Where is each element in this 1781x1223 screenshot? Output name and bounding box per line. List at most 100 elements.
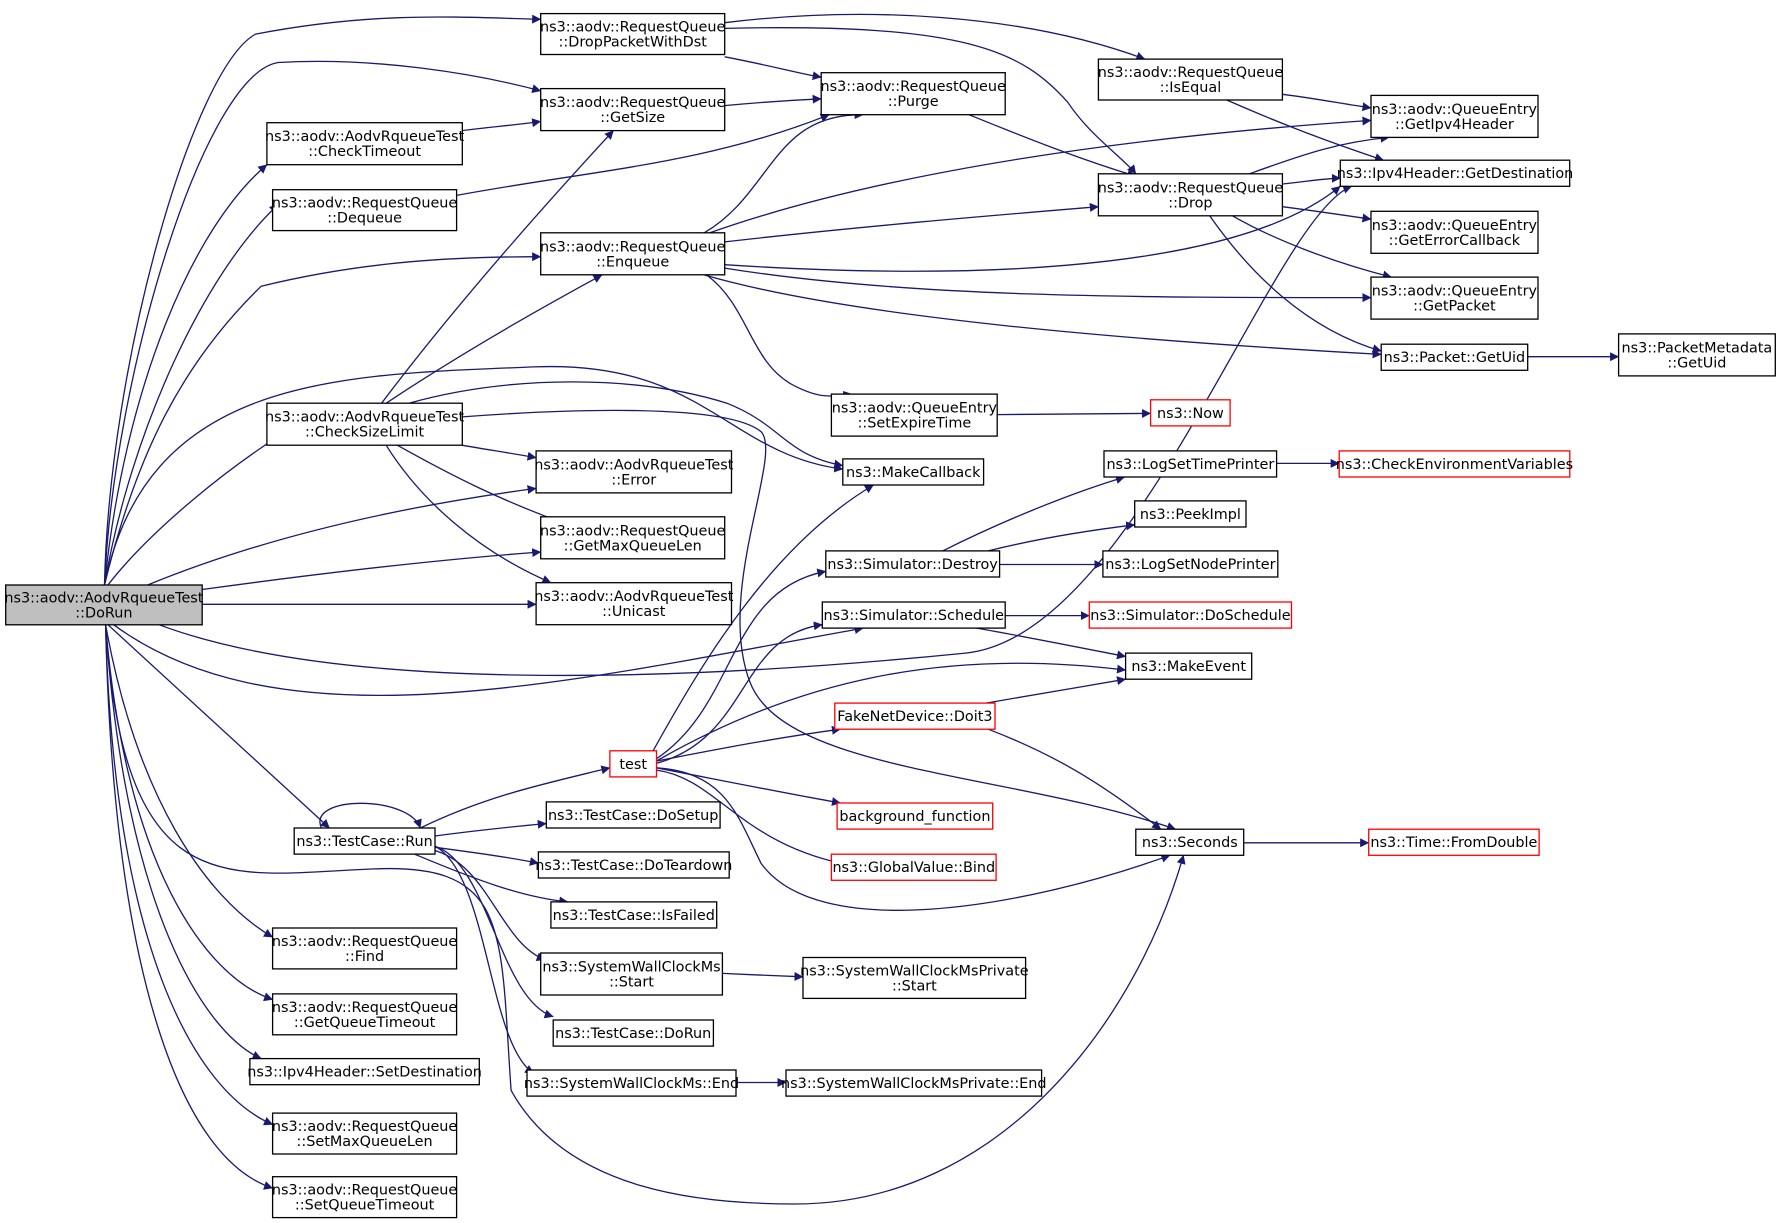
node-label: ns3::PeekImpl	[1140, 507, 1241, 523]
node-label: FakeNetDevice::Doit3	[837, 709, 992, 725]
node-label: ns3::Time::FromDouble	[1370, 835, 1537, 851]
edge-simSched-to-makeEvent	[976, 627, 1127, 660]
edge-swcStart-to-swcpStart	[722, 971, 804, 981]
edge-drop-to-getPacket	[1232, 215, 1392, 280]
edge-enqueue-to-getIpv4H	[709, 116, 1372, 234]
node-getErrCb[interactable]: ns3::aodv::QueueEntry::GetErrorCallback	[1370, 210, 1539, 254]
edge-doRun-to-setQTimeout	[104, 624, 274, 1190]
node-doSetup[interactable]: ns3::TestCase::DoSetup	[545, 801, 721, 829]
node-doTeardown[interactable]: ns3::TestCase::DoTeardown	[535, 851, 732, 879]
node-label: ::Start	[892, 979, 937, 995]
node-now[interactable]: ns3::Now	[1149, 399, 1231, 427]
edge-checkSizeLimit-to-getSize	[381, 130, 614, 404]
node-getSize[interactable]: ns3::aodv::RequestQueue::GetSize	[540, 87, 726, 132]
node-box	[545, 801, 721, 829]
node-box	[249, 1057, 480, 1086]
node-tcRun[interactable]: ns3::TestCase::Run	[293, 827, 436, 855]
node-setMaxQ[interactable]: ns3::aodv::RequestQueue::SetMaxQueueLen	[272, 1112, 458, 1155]
node-doRun[interactable]: ns3::aodv::AodvRqueueTest::DoRun	[4, 584, 204, 626]
edge-doRun-to-checkTimeout	[103, 164, 268, 586]
node-dropPkt[interactable]: ns3::aodv::RequestQueue::DropPacketWithD…	[540, 12, 726, 56]
node-unicast[interactable]: ns3::aodv::AodvRqueueTest::Unicast	[534, 582, 734, 626]
node-swcpEnd[interactable]: ns3::SystemWallClockMsPrivate::End	[781, 1069, 1047, 1097]
node-label: ::Unicast	[602, 604, 666, 620]
node-label: ::GetMaxQueueLen	[564, 538, 702, 554]
edge-test-to-doit3	[656, 725, 841, 762]
node-label: ns3::aodv::RequestQueue	[272, 1000, 458, 1016]
node-label: ns3::aodv::RequestQueue	[540, 95, 726, 111]
edge-drop-to-getIpv4H	[1249, 133, 1390, 175]
node-label: ns3::Now	[1157, 406, 1224, 422]
node-label: ns3::Simulator::DoSchedule	[1090, 608, 1291, 624]
node-makeCb[interactable]: ns3::MakeCallback	[842, 458, 985, 486]
node-box	[834, 702, 996, 730]
node-logTime[interactable]: ns3::LogSetTimePrinter	[1103, 450, 1278, 478]
node-isEqual[interactable]: ns3::aodv::RequestQueue::IsEqual	[1097, 58, 1284, 101]
node-getMaxQ[interactable]: ns3::aodv::RequestQueue::GetMaxQueueLen	[540, 516, 726, 560]
edge-test-to-simDestroy	[656, 568, 827, 760]
node-drop[interactable]: ns3::aodv::RequestQueue::Drop	[1097, 173, 1284, 217]
node-swcpStart[interactable]: ns3::SystemWallClockMsPrivate::Start	[800, 956, 1029, 1000]
edge-enqueue-to-getPacket	[724, 267, 1372, 303]
node-label: ::Start	[609, 975, 654, 991]
node-label: ns3::TestCase::IsFailed	[553, 908, 715, 924]
node-getQTimeout[interactable]: ns3::aodv::RequestQueue::GetQueueTimeout	[271, 993, 458, 1036]
node-getUid[interactable]: ns3::Packet::GetUid	[1380, 343, 1529, 371]
node-setExpire[interactable]: ns3::aodv::QueueEntry::SetExpireTime	[830, 393, 998, 437]
node-label: ns3::MakeCallback	[846, 465, 981, 481]
node-label: ns3::aodv::QueueEntry	[1372, 284, 1538, 300]
node-test[interactable]: test	[609, 750, 658, 778]
node-peekImpl[interactable]: ns3::PeekImpl	[1134, 500, 1247, 528]
edge-doRun-to-simSched	[113, 624, 864, 697]
node-logNode[interactable]: ns3::LogSetNodePrinter	[1102, 550, 1279, 578]
node-box	[1097, 58, 1284, 101]
node-tcDoRun[interactable]: ns3::TestCase::DoRun	[552, 1019, 715, 1047]
node-checkTimeout[interactable]: ns3::aodv::AodvRqueueTest::CheckTimeout	[265, 122, 465, 166]
node-doSched[interactable]: ns3::Simulator::DoSchedule	[1088, 601, 1293, 629]
node-box	[271, 993, 458, 1036]
node-setQTimeout[interactable]: ns3::aodv::RequestQueue::SetQueueTimeout	[272, 1176, 458, 1219]
node-label: ns3::aodv::RequestQueue	[540, 523, 726, 539]
edge-dequeue-to-purge	[456, 113, 830, 197]
node-enqueue[interactable]: ns3::aodv::RequestQueue::Enqueue	[540, 232, 726, 276]
node-setDest[interactable]: ns3::Ipv4Header::SetDestination	[247, 1057, 482, 1086]
edge-enqueue-to-setExpire	[706, 274, 853, 400]
node-doit3[interactable]: FakeNetDevice::Doit3	[834, 702, 996, 730]
node-dequeue[interactable]: ns3::aodv::RequestQueue::Dequeue	[272, 189, 458, 232]
node-purge[interactable]: ns3::aodv::RequestQueue::Purge	[821, 72, 1007, 116]
node-getPacket[interactable]: ns3::aodv::QueueEntry::GetPacket	[1370, 276, 1539, 320]
node-box	[540, 232, 726, 276]
node-box	[1368, 828, 1540, 856]
node-label: ns3::SystemWallClockMs	[542, 960, 720, 976]
node-label: ::Error	[611, 472, 656, 488]
node-box	[540, 516, 726, 560]
node-makeEvent[interactable]: ns3::MakeEvent	[1124, 652, 1253, 680]
node-swcEnd[interactable]: ns3::SystemWallClockMs::End	[524, 1069, 739, 1097]
edge-checkSizeLimit-to-unicast	[385, 444, 552, 584]
node-box	[1088, 601, 1293, 629]
node-getDest[interactable]: ns3::Ipv4Header::GetDestination	[1337, 159, 1574, 187]
node-gvBind[interactable]: ns3::GlobalValue::Bind	[830, 853, 997, 881]
node-fromDouble[interactable]: ns3::Time::FromDouble	[1368, 828, 1540, 856]
node-label: ns3::aodv::AodvRqueueTest	[534, 589, 733, 605]
node-pmGetUid[interactable]: ns3::PacketMetadata::GetUid	[1617, 333, 1776, 377]
node-seconds[interactable]: ns3::Seconds	[1135, 828, 1245, 856]
node-error[interactable]: ns3::aodv::AodvRqueueTest::Error	[534, 450, 734, 494]
node-box	[1097, 173, 1284, 217]
node-isFailed[interactable]: ns3::TestCase::IsFailed	[550, 901, 718, 929]
node-simDestroy[interactable]: ns3::Simulator::Destroy	[825, 550, 1001, 578]
node-getIpv4H[interactable]: ns3::aodv::QueueEntry::GetIpv4Header	[1370, 94, 1539, 139]
node-label: background_function	[839, 809, 990, 825]
node-bgFunc[interactable]: background_function	[836, 802, 994, 830]
node-label: ns3::MakeEvent	[1131, 659, 1246, 675]
node-label: ns3::aodv::RequestQueue	[272, 196, 458, 212]
node-find[interactable]: ns3::aodv::RequestQueue::Find	[272, 927, 458, 970]
node-checkEnv[interactable]: ns3::CheckEnvironmentVariables	[1336, 450, 1573, 478]
edge-doRun-to-getMaxQ	[202, 548, 542, 591]
node-label: ns3::aodv::AodvRqueueTest	[265, 410, 464, 426]
node-label: ns3::Ipv4Header::SetDestination	[247, 1065, 482, 1081]
node-label: ns3::SystemWallClockMsPrivate::End	[781, 1076, 1046, 1092]
node-simSched[interactable]: ns3::Simulator::Schedule	[821, 601, 1006, 629]
node-checkSizeLimit[interactable]: ns3::aodv::AodvRqueueTest::CheckSizeLimi…	[265, 402, 465, 446]
node-swcStart[interactable]: ns3::SystemWallClockMs::Start	[540, 952, 724, 996]
